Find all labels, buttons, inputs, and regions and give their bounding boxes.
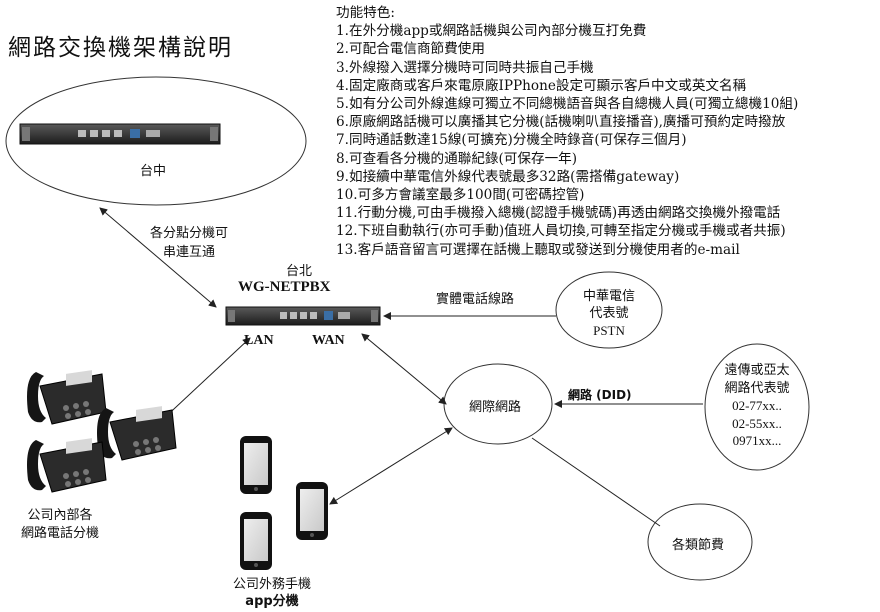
branch-link-line1: 各分點分機可 [150,226,229,241]
wan-port-label: WAN [312,333,345,348]
taichung-label: 台中 [140,164,167,179]
pstn-oval [555,271,663,349]
desk-phone-icon [27,438,107,493]
voip-number-2: 02-55xx.. [732,415,782,431]
feature-item: 9.如接續中華電信外線代表號最多32路(需搭備gateway) [336,168,680,185]
pstn-label: 中華電信 代表號 PSTN [577,288,641,339]
voip-number-1: 02-77xx.. [732,398,782,413]
mobile-app-line2: app分機 [245,594,299,609]
internet-label: 網際網路 [469,400,522,415]
mobile-app-label: 公司外務手機 app分機 [226,576,318,610]
voip-line2: 網路代表號 [724,380,790,396]
pstn-line3: PSTN [593,323,625,338]
feature-item: 2.可配合電信商節費使用 [336,41,485,58]
feature-item: 3.外線撥入選擇分機時可同時共振自己手機 [336,59,594,76]
link-internet-mobiles [329,427,453,505]
link-internet-billing [531,437,661,527]
smartphone-icon [240,512,272,570]
pbx-model-label: WG-NETPBX [238,279,331,295]
feature-item: 8.可查看各分機的通聯紀錄(可保存一年) [336,150,578,167]
office-phones-line1: 公司內部各 [27,508,93,523]
feature-item: 10.可多方會議室最多100間(可密碼控管) [336,187,585,204]
feature-item: 12.下班自動執行(亦可手動)值班人員切換,可轉至指定分機或手機或者共振) [336,223,786,240]
billing-oval [647,503,753,581]
smartphone-icon [240,436,272,494]
feature-item: 4.固定廠商或客戶來電原廠IPPhone設定可顯示客戶中文或英文名稱 [336,77,747,94]
office-phones-label: 公司內部各 網路電話分機 [14,507,106,543]
diagram-title: 網路交換機架構說明 [8,35,233,61]
feature-item: 7.同時通話數達15線(可擴充)分機全時錄音(可保存三個月) [336,132,687,149]
taichung-pbx-device [19,123,221,145]
mobile-app-line1: 公司外務手機 [232,577,311,592]
physical-line-label: 實體電話線路 [436,292,515,307]
voip-number-3: 0971xx... [732,433,782,448]
feature-heading: 功能特色: [336,5,395,21]
pbx-location-label: 台北 [286,264,313,279]
voip-carrier-oval [704,343,810,471]
taichung-site-oval [5,76,307,206]
voip-line1: 遠傳或亞太 [724,363,790,378]
pstn-line2: 代表號 [589,306,629,321]
desk-phone-icon [27,370,107,425]
feature-item: 6.原廠網路話機可以廣播其它分機(話機喇叭直接播音),廣播可預約定時撥放 [336,114,786,131]
link-pbx-internet [361,333,447,405]
feature-item: 13.客戶語音留言可選擇在話機上聽取或發送到分機使用者的e-mail [336,241,740,258]
link-taichung-taipei [99,207,217,308]
link-pbx-phones [159,337,251,423]
desk-phone-icon [97,406,177,461]
feature-item: 11.行動分機,可由手機撥入總機(認證手機號碼)再透由網路交換機外撥電話 [336,205,781,222]
taipei-pbx-device [225,306,381,326]
office-phones-line2: 網路電話分機 [20,526,99,541]
feature-item: 5.如有分公司外線進線可獨立不同總機語音與各自總機人員(可獨立總機10組) [336,96,799,113]
did-label: 網路 (DID) [568,388,632,402]
feature-item: 1.在外分機app或網路話機與公司內部分機互打免費 [336,23,647,40]
smartphone-icon [296,482,328,540]
pstn-line1: 中華電信 [582,289,635,304]
voip-carrier-label: 遠傳或亞太 網路代表號 02-77xx.. 02-55xx.. 0971xx..… [711,362,803,450]
billing-label: 各類節費 [672,538,725,553]
branch-link-line2: 串連互通 [163,245,216,260]
branch-link-label: 各分點分機可 串連互通 [150,222,228,260]
lan-port-label: LAN [244,333,274,348]
feature-list: 功能特色: 1.在外分機app或網路話機與公司內部分機互打免費 2.可配合電信商… [336,4,876,259]
